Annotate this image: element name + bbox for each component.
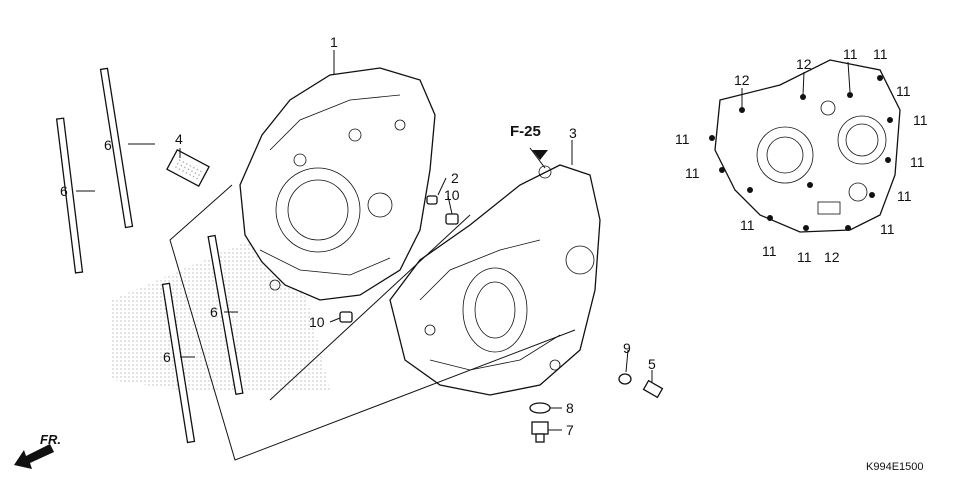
callout-11: 11 [762,243,777,259]
callout-11: 11 [873,46,888,62]
callout-1: 1 [330,34,338,50]
front-label: FR. [40,432,61,447]
crankcase-face-view [709,59,901,233]
callout-9: 9 [623,340,631,356]
reference-label: F-25 [510,123,541,140]
neutral-switch-and-washer [618,373,664,399]
callout-6: 6 [104,137,112,153]
front-arrow-icon [14,444,54,469]
callout-12: 12 [796,56,812,72]
callout-11: 11 [740,217,755,233]
left-crankcase-half [239,67,436,301]
drain-bolt-and-washer [529,402,551,443]
stud-bolts [55,67,244,444]
diagram-code: K994E1500 [866,461,924,473]
callout-12: 12 [824,249,840,265]
background-stipple [112,240,330,390]
front-direction-indicator: FR. [14,432,61,469]
reference-f25: F-25 [510,123,548,160]
callout-10: 10 [444,187,460,203]
callout-11: 11 [896,83,911,99]
callout-10: 10 [309,314,325,330]
callout-11: 11 [897,188,912,204]
leader-lines [76,50,851,461]
callout-6: 6 [163,349,171,365]
right-crankcase-half [389,164,601,396]
callout-8: 8 [566,400,574,416]
callout-11: 11 [675,131,690,147]
callout-4: 4 [175,131,183,147]
callout-11: 11 [880,221,895,237]
callout-6: 6 [60,183,68,199]
callout-11: 11 [843,46,858,62]
callout-7: 7 [566,422,574,438]
dowel-pins [339,195,459,323]
callout-6: 6 [210,304,218,320]
callout-numbers: 1 2 3 4 5 6 6 6 6 7 8 9 10 10 11 11 11 1… [60,34,928,438]
callout-12: 12 [734,72,750,88]
callout-11: 11 [797,249,812,265]
callout-11: 11 [685,165,700,181]
callout-2: 2 [451,170,459,186]
callout-3: 3 [569,125,577,141]
callout-11: 11 [910,154,925,170]
callout-5: 5 [648,356,656,372]
callout-11: 11 [913,112,928,128]
cover-plate [166,148,210,188]
